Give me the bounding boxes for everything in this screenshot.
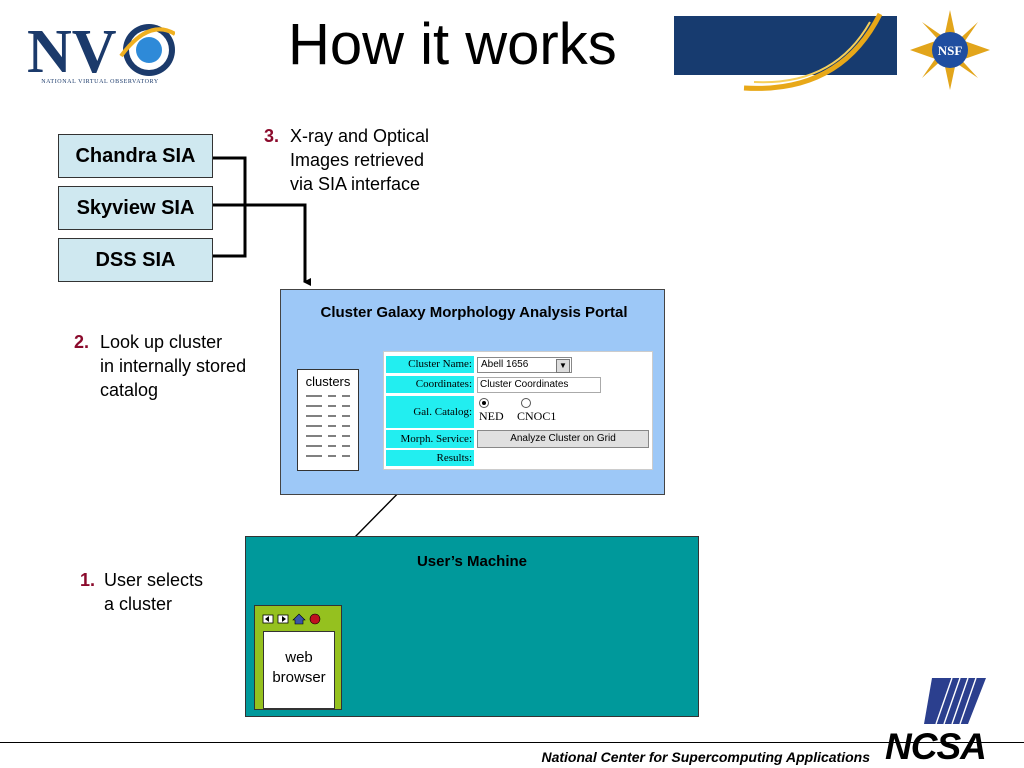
results-label: Results: xyxy=(386,450,474,466)
analyze-cluster-button[interactable]: Analyze Cluster on Grid xyxy=(477,430,649,448)
cluster-name-select[interactable]: Abell 1656 ▼ xyxy=(477,357,572,373)
users-machine-panel: User’s Machine web browser xyxy=(245,536,699,717)
ncsa-logo-icon xyxy=(924,677,986,725)
coordinates-input[interactable]: Cluster Coordinates xyxy=(477,377,601,393)
radio-cnoc1-label: CNOC1 xyxy=(517,409,557,423)
coordinates-value: Cluster Coordinates xyxy=(480,379,569,390)
coordinates-label: Coordinates: xyxy=(386,376,474,393)
dss-sia-box: DSS SIA xyxy=(58,238,213,282)
nsf-seal-icon: NSF xyxy=(910,10,990,90)
clusters-label: clusters xyxy=(305,374,351,389)
cluster-name-value: Abell 1656 xyxy=(481,359,529,370)
browser-toolbar xyxy=(262,613,321,625)
analysis-portal-panel: Cluster Galaxy Morphology Analysis Porta… xyxy=(280,289,665,495)
step-3-number: 3. xyxy=(264,126,280,146)
step-1-line: a cluster xyxy=(104,594,173,614)
step-2-number: 2. xyxy=(74,332,90,352)
gal-catalog-label: Gal. Catalog: xyxy=(386,396,474,428)
step-1: 1. User selects a cluster xyxy=(80,568,203,616)
step-1-number: 1. xyxy=(80,570,96,590)
home-icon xyxy=(292,613,306,625)
browser-label-line: web xyxy=(285,649,313,666)
step-3: 3. X-ray and Optical Images retrieved vi… xyxy=(264,124,429,196)
title-background xyxy=(196,10,674,77)
step-1-line: User selects xyxy=(104,570,204,590)
skyview-sia-box: Skyview SIA xyxy=(58,186,213,230)
step-2-line: Look up cluster xyxy=(100,332,223,352)
browser-label-line: browser xyxy=(272,669,326,686)
browser-content: web browser xyxy=(263,631,335,709)
step-2-line: in internally stored xyxy=(100,356,247,376)
radio-ned[interactable]: NED xyxy=(479,398,504,424)
ncsa-logo-text: NCSA xyxy=(885,726,987,767)
clusters-catalog: clusters xyxy=(297,369,359,471)
nsf-seal-text: NSF xyxy=(938,43,963,58)
portal-title: Cluster Galaxy Morphology Analysis Porta… xyxy=(320,304,628,321)
catalog-rows xyxy=(306,395,350,457)
chevron-down-icon[interactable]: ▼ xyxy=(556,359,570,373)
page-title: How it works xyxy=(288,12,617,77)
step-2-line: catalog xyxy=(100,380,159,400)
morph-service-label: Morph. Service: xyxy=(386,430,474,448)
radio-ned-label: NED xyxy=(479,409,504,423)
stop-icon xyxy=(309,613,321,625)
step-2: 2. Look up cluster in internally stored … xyxy=(74,330,246,402)
chandra-wire xyxy=(211,156,247,258)
footer-text: National Center for Supercomputing Appli… xyxy=(541,749,870,765)
skyview-wire xyxy=(211,203,311,286)
nvo-tagline: NATIONAL VIRTUAL OBSERVATORY xyxy=(41,79,159,85)
step-3-line: via SIA interface xyxy=(290,174,421,194)
radio-cnoc1[interactable]: CNOC1 xyxy=(517,398,556,424)
footer-divider xyxy=(0,742,1024,743)
chandra-sia-box: Chandra SIA xyxy=(58,134,213,178)
nvo-logo: NV xyxy=(27,18,175,86)
forward-arrow-icon xyxy=(277,614,289,624)
nvo-logo-letters: NV xyxy=(27,18,117,86)
cluster-form: Cluster Name: Abell 1656 ▼ Coordinates: … xyxy=(383,351,653,470)
swoosh-decoration xyxy=(743,12,883,91)
step-3-line: Images retrieved xyxy=(290,150,425,170)
web-browser-window: web browser xyxy=(254,605,342,710)
back-arrow-icon xyxy=(262,614,274,624)
cluster-name-label: Cluster Name: xyxy=(386,356,474,373)
step-3-line: X-ray and Optical xyxy=(290,126,430,146)
machine-title: User’s Machine xyxy=(416,553,528,570)
